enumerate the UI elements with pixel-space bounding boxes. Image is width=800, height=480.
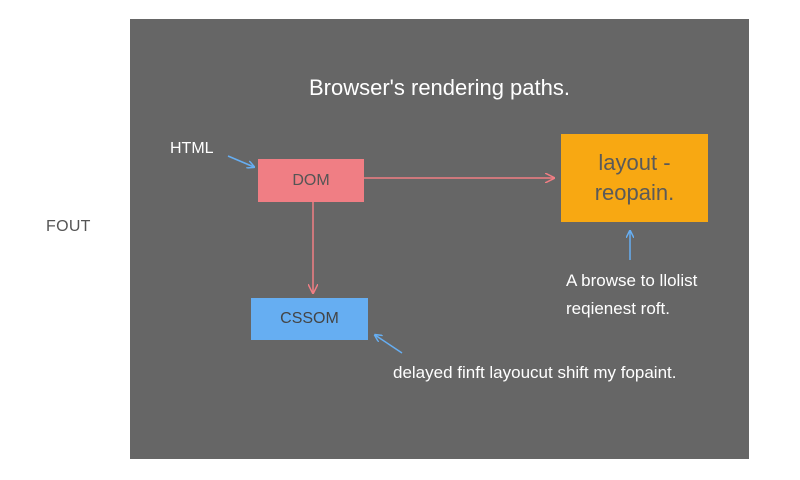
note-to-cssom-arrow (375, 335, 403, 354)
dom-node: DOM (258, 159, 364, 202)
diagram-title: Browser's rendering paths. (309, 75, 570, 100)
layout-note: A browse to llolist reqienest roft. (566, 267, 697, 323)
diagram-panel: Browser's rendering paths. HTML DOM CSSO… (130, 19, 749, 459)
html-input-label: HTML (170, 140, 214, 157)
layout-node-label-line2: reopain. (594, 180, 675, 205)
layout-node-label-line1: layout - (598, 150, 671, 175)
dom-node-label: DOM (292, 171, 330, 189)
layout-note-line2: reqienest roft. (566, 299, 670, 318)
cssom-node: CSSOM (251, 298, 368, 340)
side-label: FOUT (46, 218, 91, 235)
layout-repaint-node: layout - reopain. (561, 134, 708, 222)
connectors (227, 155, 749, 354)
cssom-note: delayed finft layoucut shift my fopaint. (393, 363, 677, 382)
html-to-dom-arrow (227, 155, 254, 167)
layout-note-line1: A browse to llolist (566, 271, 698, 290)
cssom-node-label: CSSOM (280, 310, 339, 327)
